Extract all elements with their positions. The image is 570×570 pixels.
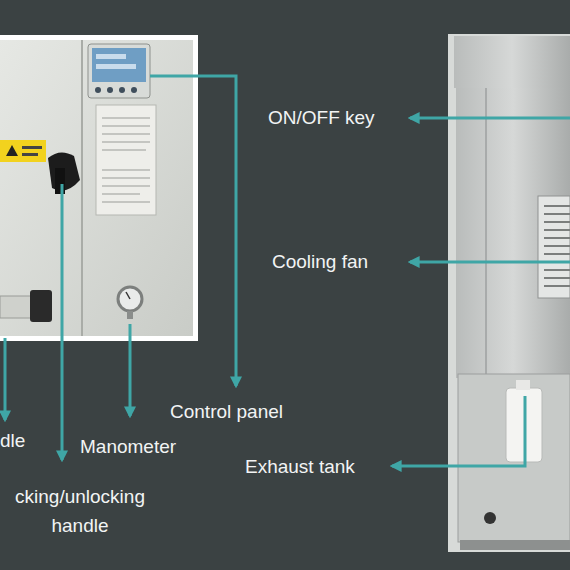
front-photo [0,35,198,341]
part-label: dle [0,427,25,456]
part-label: Manometer [80,433,176,462]
part-label: Control panel [170,398,283,427]
part-label: ON/OFF key [268,104,375,133]
part-label: Cooling fan [272,248,368,277]
leader-lines [5,76,570,466]
part-label: cking/unlocking handle [0,483,160,540]
side-photo [448,34,570,552]
part-label: Exhaust tank [245,453,355,482]
